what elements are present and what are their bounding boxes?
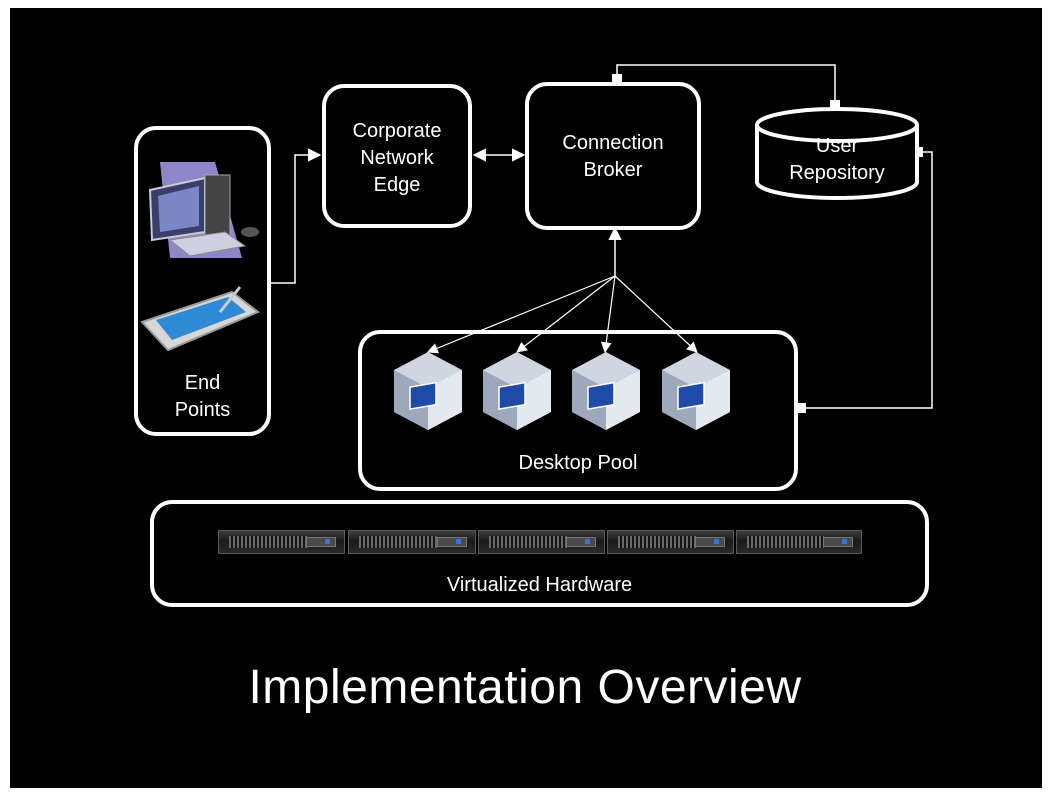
edge-broker-to-vm-3 (600, 275, 616, 354)
edge-pool-to-repository (800, 151, 933, 409)
virtual-machine-cube-icon (483, 352, 551, 430)
connection-broker-label: Connection Broker (562, 132, 664, 181)
corporate-network-edge-node (322, 84, 472, 228)
virtualized-hardware-label: Virtualized Hardware (446, 574, 633, 596)
rack-server-icon (218, 530, 345, 554)
edge-broker-to-vm-1 (426, 275, 616, 354)
edge-endpoints-to-network (270, 148, 322, 284)
virtual-machine-cube-icon (394, 352, 462, 430)
rack-server-icon (607, 530, 734, 554)
connector-port (612, 74, 622, 84)
virtual-machine-cube-icon (662, 352, 730, 430)
rack-server-icon (478, 530, 605, 554)
end-points-node (134, 126, 271, 436)
end-points-label: End Points (174, 372, 231, 421)
corporate-network-edge-label: Corporate Network Edge (352, 120, 442, 196)
desktop-computer-icon (148, 162, 259, 258)
desktop-pool-node (358, 330, 798, 491)
connection-broker-node (525, 82, 701, 230)
rack-server-icon (348, 530, 476, 554)
edge-broker-to-repository (616, 64, 836, 108)
connector-port (830, 100, 840, 110)
tablet-icon (140, 286, 260, 352)
virtualized-hardware-node (150, 500, 929, 607)
desktop-pool-label: Desktop Pool (518, 452, 638, 474)
slide-title: Implementation Overview (248, 661, 802, 714)
virtual-machine-cube-icon (572, 352, 640, 430)
connector-port (796, 403, 806, 413)
rack-server-icon (736, 530, 862, 554)
user-repository-label: User Repository (789, 135, 885, 184)
edge-broker-to-vm-2 (516, 275, 616, 353)
edge-broker-to-vm-4 (614, 275, 698, 353)
